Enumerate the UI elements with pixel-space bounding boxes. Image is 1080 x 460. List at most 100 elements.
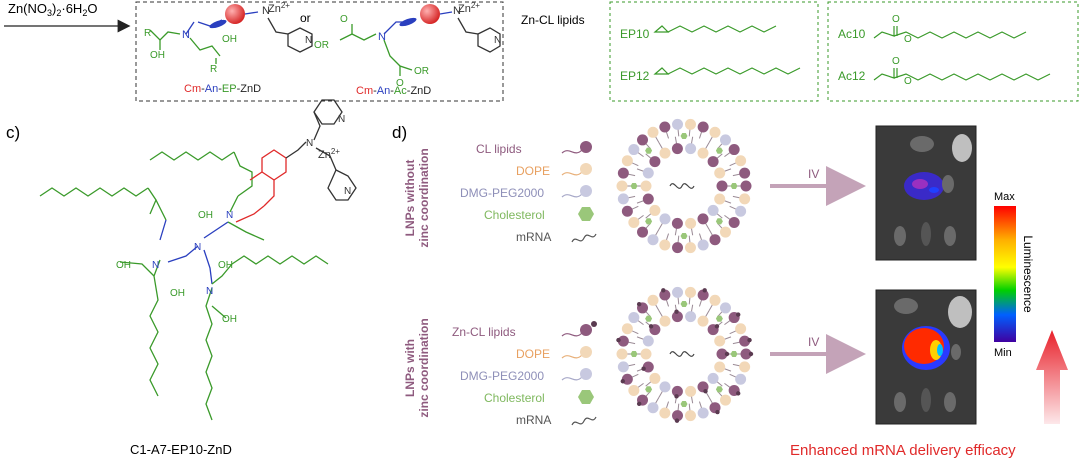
legend-bottom-mrna: mRNA (516, 413, 551, 427)
cholesterol-mark (680, 301, 688, 307)
lipid-head (697, 407, 709, 419)
lipid-head (647, 402, 659, 414)
lipid-head (735, 155, 747, 167)
lipid-head (649, 156, 661, 168)
peg-icon (580, 185, 592, 197)
lipid-head (685, 311, 697, 323)
lipid-head (617, 167, 629, 179)
lipid-head (714, 335, 726, 347)
lipid-head (649, 372, 661, 384)
scale-colorbar (994, 206, 1016, 342)
cholesterol-mark (715, 386, 723, 393)
c-pyridine-n1: N (338, 114, 345, 125)
lipid-head (671, 311, 683, 323)
c-oh-3: OH (170, 288, 185, 299)
c-oh-1: OH (198, 210, 213, 221)
lipid-head (672, 286, 684, 298)
legend-bottom-icons (561, 321, 597, 426)
ep12-label: EP12 (620, 69, 650, 83)
lipid-head (684, 410, 696, 422)
lipid-head (659, 407, 671, 419)
lipid-head (659, 121, 671, 133)
left-n-atom: N (182, 29, 190, 41)
lipid-head (714, 361, 726, 373)
lipid-head (735, 323, 747, 335)
zinc-dot (724, 351, 730, 357)
zinc-dot (674, 394, 679, 399)
lipid-head (684, 118, 696, 130)
right-n-atom: N (378, 31, 386, 43)
lipid-head (735, 205, 747, 217)
lipid-head (628, 144, 640, 156)
lipid-head (640, 180, 652, 192)
c-n-5: N (306, 138, 313, 149)
lipid-head (684, 286, 696, 298)
c-n-1: N (226, 210, 233, 221)
cholesterol-mark (645, 218, 653, 225)
lipid-head (709, 234, 721, 246)
lipid-head (697, 239, 709, 251)
left-pyridine-n: N (305, 35, 312, 46)
legend-top-cl-lipids: CL lipids (476, 142, 522, 156)
acrylate-box (827, 1, 1079, 102)
lipid-head (739, 167, 751, 179)
lipid-head (616, 180, 628, 192)
zinc-dot (674, 418, 680, 423)
legend-bottom-cholesterol: Cholesterol (484, 391, 545, 405)
zinc-dot (703, 389, 708, 394)
lipid-head (621, 205, 633, 217)
lipid-head (621, 155, 633, 167)
lipid-head (628, 384, 640, 396)
cholesterol-mark (630, 183, 638, 189)
cholesterol-mark (730, 351, 738, 357)
lipid-head (728, 144, 740, 156)
scale-max-label: Max (994, 191, 1015, 203)
lipid-head (647, 234, 659, 246)
lipid-head (647, 126, 659, 138)
iv-arrow-bottom: IV (770, 334, 866, 374)
reagent-label: Zn(NO3)2·6H2O (8, 1, 97, 18)
left-oh1: OH (150, 50, 165, 61)
lipid-head (716, 180, 728, 192)
lipid-head (697, 213, 709, 225)
lipid-head (659, 289, 671, 301)
lipid-head (659, 381, 671, 393)
lipid-head (616, 348, 628, 360)
mrna-icon (571, 233, 597, 243)
lipid-head (637, 134, 649, 146)
imaging-bottom (875, 289, 977, 425)
lipid-head (659, 213, 671, 225)
cholesterol-mark (680, 401, 688, 407)
legend-top-peg: DMG-PEG2000 (460, 186, 544, 200)
iv-arrow-top: IV (770, 166, 866, 206)
lipid-head (707, 372, 719, 384)
lipid-head (697, 315, 709, 327)
cholesterol-mark (680, 233, 688, 239)
zinc-dot (636, 302, 642, 307)
dope-icon (580, 163, 592, 175)
lipid-head (739, 335, 751, 347)
svg-text:LNPs without: LNPs without (403, 160, 417, 237)
ac10-structure (873, 26, 1027, 39)
cholesterol-mark (645, 147, 653, 154)
organ-heart (910, 136, 934, 152)
lipid-head (671, 143, 683, 155)
lnp-without-zinc (616, 118, 752, 254)
mrna-strand (669, 183, 695, 189)
right-zn: Zn2+ (458, 1, 480, 15)
cholesterol-mark (715, 147, 723, 154)
lipid-head (647, 294, 659, 306)
scale-title: Luminescence (1021, 235, 1035, 313)
structure-box (135, 1, 504, 102)
lipid-head (649, 204, 661, 216)
c-n-3: N (152, 260, 159, 271)
legend-top-dope: DOPE (516, 164, 550, 178)
cholesterol-mark (715, 315, 723, 322)
lipid-head (672, 410, 684, 422)
left-r1: R (144, 28, 151, 39)
imaging-top (875, 125, 977, 261)
lipid-head (617, 335, 629, 347)
right-pyridine-n: N (494, 35, 501, 46)
lipid-head (719, 302, 731, 314)
